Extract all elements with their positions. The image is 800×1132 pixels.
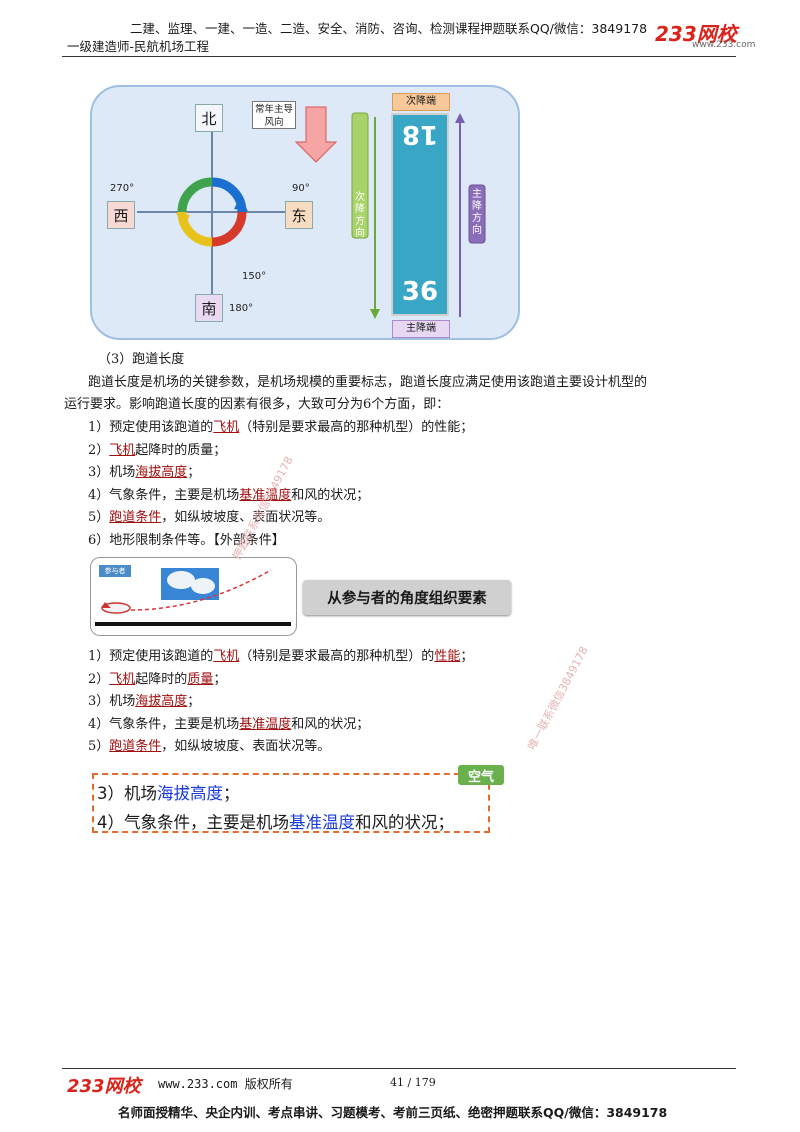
list2-item-4: 4）气象条件，主要是机场基准温度和风的状况； [88, 717, 370, 732]
primary-direction-label: 主降方向 [472, 189, 482, 236]
watermark-2: 唯一联系微信3849178 [525, 644, 591, 753]
runway-number-18: 18 [401, 119, 439, 149]
runway-number-36: 36 [401, 277, 439, 307]
participant-scene: 参与者 [90, 557, 297, 636]
header-subject: 一级建造师-民航机场工程 [67, 39, 210, 54]
list1-item-4: 4）气象条件，主要是机场基准温度和风的状况； [88, 488, 370, 503]
list1-item-6: 6）地形限制条件等。【外部条件】 [88, 533, 285, 548]
intro-line-1: 跑道长度是机场的关键参数，是机场规模的重要标志，跑道长度应满足使用该跑道主要设计… [88, 375, 648, 390]
north-label: 北 [195, 104, 223, 132]
secondary-direction-label: 次降方向 [355, 192, 365, 239]
footer-contact-line: 名师面授精华、央企内训、考点串讲、习题模考、考前三页纸、绝密押题联系QQ/微信：… [118, 1105, 668, 1120]
air-tag: 空气 [458, 765, 504, 785]
wind-note-box: 常年主导风向 [252, 101, 296, 129]
header-contact-line: 二建、监理、一建、一造、二造、安全、消防、咨询、检测课程押题联系QQ/微信：38… [130, 21, 648, 36]
south-label: 南 [195, 294, 223, 322]
header-logo: 233网校 [655, 22, 737, 46]
list2-item-2: 2）飞机起降时的质量； [88, 672, 227, 687]
section-title: （3）跑道长度 [98, 352, 185, 367]
degree-90: 90° [292, 183, 310, 194]
list2-item-1: 1）预定使用该跑道的飞机（特别是要求最高的那种机型）的性能； [88, 649, 474, 664]
highlight-line-2: 4）气象条件，主要是机场基准温度和风的状况； [97, 813, 454, 832]
east-label: 东 [285, 201, 313, 229]
air-factors-box [92, 773, 490, 833]
header-logo-url: www.233.com [692, 40, 756, 50]
list2-item-3: 3）机场海拔高度； [88, 694, 201, 709]
scene-caption: 从参与者的角度组织要素 [303, 580, 511, 615]
airplane-takeoff-illustration [95, 568, 291, 626]
footer-copyright: www.233.com 版权所有 [158, 1077, 293, 1091]
runway-secondary-end: 次降端 [392, 93, 450, 111]
footer-divider [62, 1068, 736, 1069]
list1-item-5: 5）跑道条件，如纵坡坡度、表面状况等。 [88, 510, 331, 525]
runway-strip [391, 113, 449, 316]
header-divider [62, 56, 736, 57]
degree-150: 150° [242, 271, 267, 282]
list1-item-3: 3）机场海拔高度； [88, 465, 201, 480]
runway-wind-diagram: 北 南 西 东 270° 90° 150° 180° 常年主导风向 次降端 18… [90, 85, 520, 340]
degree-180: 180° [229, 303, 254, 314]
list2-item-5: 5）跑道条件，如纵坡坡度、表面状况等。 [88, 739, 331, 754]
participant-tag: 参与者 [99, 565, 131, 577]
page-number: 41 / 179 [390, 1076, 436, 1089]
compass-graphic [137, 106, 486, 319]
west-label: 西 [107, 201, 135, 229]
list1-item-2: 2）飞机起降时的质量； [88, 443, 227, 458]
list1-item-1: 1）预定使用该跑道的飞机（特别是要求最高的那种机型）的性能； [88, 420, 474, 435]
runway-primary-end: 主降端 [392, 320, 450, 338]
highlight-line-1: 3）机场海拔高度； [97, 784, 240, 803]
degree-270: 270° [110, 183, 135, 194]
intro-line-2: 运行要求。影响跑道长度的因素有很多，大致可分为6个方面，即： [64, 397, 450, 412]
footer-logo: 233网校 [67, 1076, 141, 1097]
